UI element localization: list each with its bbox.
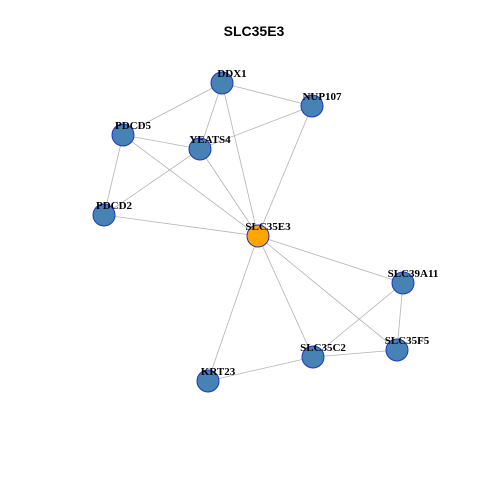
edge-slc35c2-krt23 xyxy=(207,356,314,382)
plot-title: SLC35E3 xyxy=(224,23,285,39)
node-label-slc39a11: SLC39A11 xyxy=(388,268,439,280)
edge-slc35e3-slc35f5 xyxy=(257,235,398,351)
node-krt23 xyxy=(196,369,220,393)
edge-nup107-slc35e3 xyxy=(257,105,313,237)
node-ddx1 xyxy=(210,71,234,95)
edge-yeats4-slc35e3 xyxy=(199,148,259,237)
edge-ddx1-nup107 xyxy=(221,82,313,107)
label-layer: DDX1NUP107PDCD5YEATS4PDCD2SLC35E3SLC39A1… xyxy=(96,68,438,378)
node-label-slc35f5: SLC35F5 xyxy=(385,335,430,347)
node-nup107 xyxy=(300,94,324,118)
edge-slc35e3-krt23 xyxy=(207,235,259,382)
edge-slc35c2-slc35f5 xyxy=(312,349,398,358)
edge-layer xyxy=(103,82,404,382)
node-label-nup107: NUP107 xyxy=(302,91,342,103)
edge-pdcd2-slc35e3 xyxy=(103,214,259,237)
edge-yeats4-nup107 xyxy=(199,105,313,150)
node-yeats4 xyxy=(188,137,212,161)
node-label-pdcd5: PDCD5 xyxy=(115,120,152,132)
edge-slc35e3-slc39a11 xyxy=(257,235,404,284)
node-pdcd2 xyxy=(92,203,116,227)
edge-pdcd5-pdcd2 xyxy=(103,134,124,216)
node-slc35c2 xyxy=(301,345,325,369)
node-layer xyxy=(92,71,415,393)
node-label-krt23: KRT23 xyxy=(201,366,236,378)
node-slc39a11 xyxy=(391,271,415,295)
edge-ddx1-slc35e3 xyxy=(221,82,259,237)
node-label-slc35e3: SLC35E3 xyxy=(245,221,291,233)
node-slc35f5 xyxy=(385,338,409,362)
node-label-ddx1: DDX1 xyxy=(217,68,246,80)
node-label-slc35c2: SLC35C2 xyxy=(300,342,346,354)
edge-pdcd5-slc35e3 xyxy=(122,134,259,237)
edge-pdcd5-yeats4 xyxy=(122,134,201,150)
node-label-yeats4: YEATS4 xyxy=(189,134,231,146)
edge-yeats4-pdcd2 xyxy=(103,148,201,216)
node-label-pdcd2: PDCD2 xyxy=(96,200,133,212)
node-slc35e3 xyxy=(246,224,270,248)
node-pdcd5 xyxy=(111,123,135,147)
edge-ddx1-yeats4 xyxy=(199,82,223,150)
edge-slc35e3-slc35c2 xyxy=(257,235,314,358)
edge-slc39a11-slc35c2 xyxy=(312,282,404,358)
edge-ddx1-pdcd5 xyxy=(122,82,223,136)
